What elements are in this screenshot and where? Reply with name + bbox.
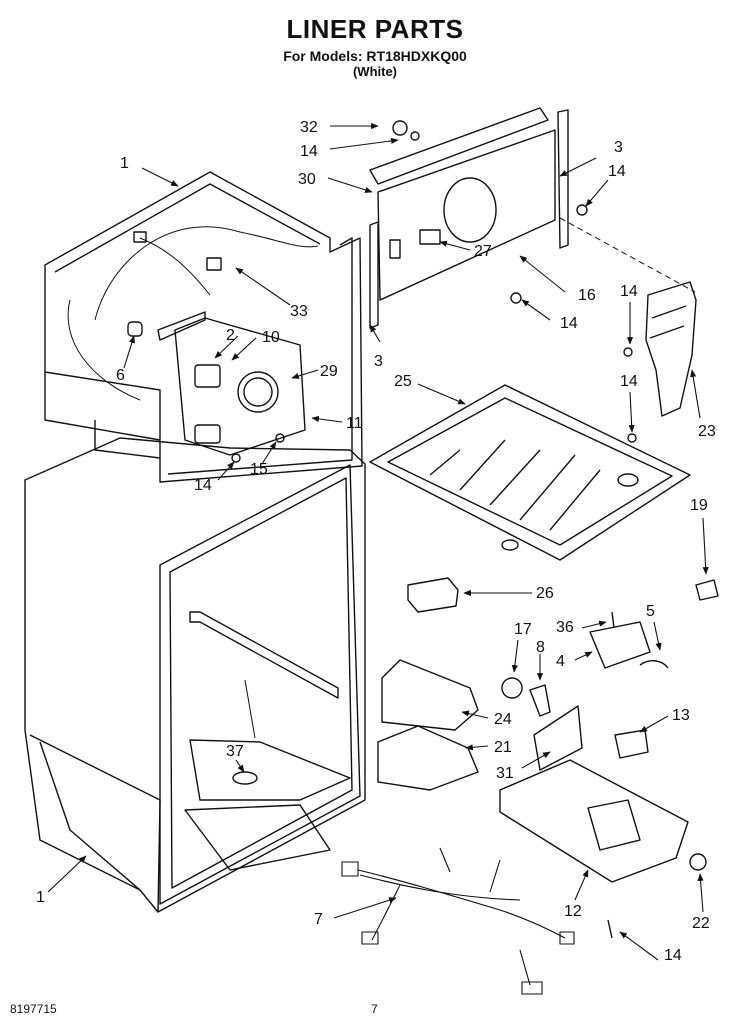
callout: 31 bbox=[496, 765, 514, 782]
fan-shroud-part bbox=[645, 281, 697, 417]
color-line: (White) bbox=[352, 64, 398, 79]
callout: 36 bbox=[556, 619, 574, 636]
callout: 21 bbox=[494, 739, 512, 756]
callout: 14 bbox=[620, 373, 638, 390]
callout: 3 bbox=[614, 139, 623, 156]
callout: 26 bbox=[536, 585, 554, 602]
callout: 27 bbox=[474, 243, 492, 260]
callout: 10 bbox=[262, 329, 280, 346]
callout: 17 bbox=[514, 621, 532, 638]
bulb-part-17 bbox=[501, 677, 523, 699]
callout: 1 bbox=[120, 155, 129, 172]
callout: 33 bbox=[290, 303, 308, 320]
callout: 3 bbox=[374, 353, 383, 370]
screw-part-36 bbox=[611, 611, 615, 629]
control-board-part-4 bbox=[589, 621, 651, 669]
cover-part-24 bbox=[381, 659, 479, 731]
page-number: 7 bbox=[371, 1002, 378, 1016]
socket-part-8 bbox=[529, 684, 551, 717]
callout: 5 bbox=[646, 603, 655, 620]
wire-harness-part bbox=[341, 847, 575, 995]
callout: 6 bbox=[116, 367, 125, 384]
callout: 14 bbox=[560, 315, 578, 332]
callout: 14 bbox=[620, 283, 638, 300]
document-number: 8197715 bbox=[10, 1002, 57, 1016]
callout: 30 bbox=[298, 171, 316, 188]
callout: 11 bbox=[346, 415, 363, 432]
evaporator-cover-part bbox=[157, 311, 306, 456]
callout: 14 bbox=[664, 947, 682, 964]
callout: 4 bbox=[556, 653, 565, 670]
callout: 24 bbox=[494, 711, 512, 728]
callout: 14 bbox=[194, 477, 212, 494]
air-duct-part bbox=[369, 107, 569, 329]
damper-part-26 bbox=[407, 577, 459, 613]
callout: 7 bbox=[314, 911, 323, 928]
clip-part-19 bbox=[695, 579, 719, 601]
callout: 14 bbox=[300, 143, 318, 160]
callout: 2 bbox=[226, 327, 235, 344]
callout: 15 bbox=[250, 461, 268, 478]
callout: 29 bbox=[320, 363, 338, 380]
control-housing-part-12 bbox=[499, 759, 689, 883]
freezer-liner-part bbox=[44, 171, 363, 483]
callout-labels: 32 14 30 3 14 1 27 33 16 14 14 2 10 6 29… bbox=[36, 119, 716, 964]
knob-part-22 bbox=[689, 853, 707, 871]
clip-part-5 bbox=[639, 660, 669, 669]
callout: 8 bbox=[536, 639, 545, 656]
callout: 12 bbox=[564, 903, 582, 920]
callout: 19 bbox=[690, 497, 708, 514]
callout: 25 bbox=[394, 373, 412, 390]
callout: 13 bbox=[672, 707, 690, 724]
callout: 37 bbox=[226, 743, 244, 760]
callout: 23 bbox=[698, 423, 716, 440]
page-title: LINER PARTS bbox=[286, 14, 464, 44]
callout: 22 bbox=[692, 915, 710, 932]
screw-part-14-bottom bbox=[607, 919, 613, 939]
callout: 16 bbox=[578, 287, 596, 304]
shelf-pan-part bbox=[369, 384, 691, 561]
cover-part-21 bbox=[377, 725, 479, 791]
fresh-food-liner-part bbox=[24, 437, 366, 913]
callout: 1 bbox=[36, 889, 45, 906]
models-line: For Models: RT18HDXKQ00 bbox=[283, 48, 467, 64]
callout: 14 bbox=[608, 163, 626, 180]
callout: 32 bbox=[300, 119, 318, 136]
thermostat-part-13 bbox=[614, 729, 649, 759]
